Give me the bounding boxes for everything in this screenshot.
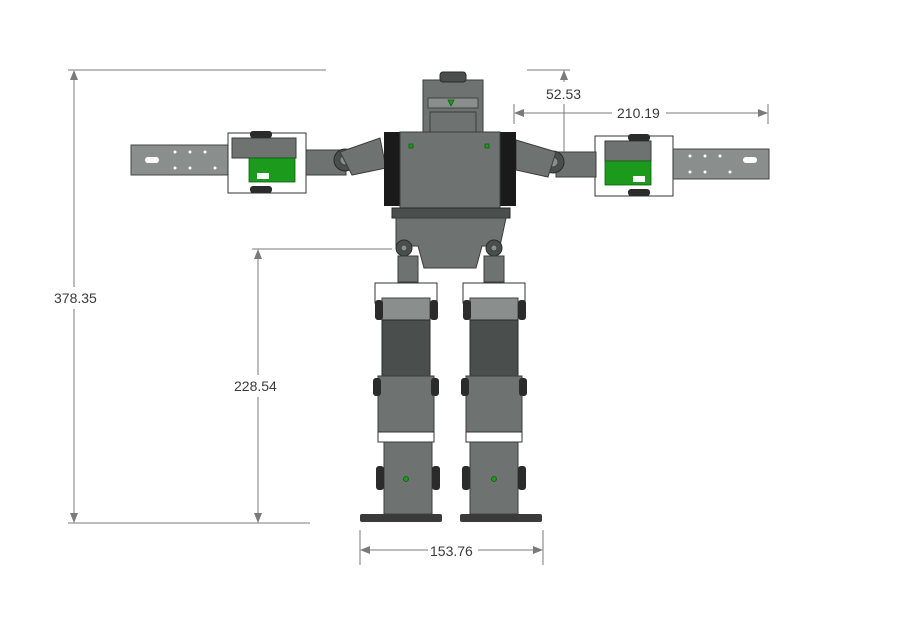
torso bbox=[384, 131, 516, 283]
left-thigh-servo bbox=[381, 319, 431, 377]
robot bbox=[130, 71, 770, 522]
right-thigh-servo bbox=[469, 319, 519, 377]
dimension-head-offset: 52.53 bbox=[527, 69, 581, 152]
right-leg bbox=[460, 282, 542, 522]
stance-width-label: 153.76 bbox=[430, 543, 473, 559]
arm-span-label: 210.19 bbox=[617, 105, 660, 121]
head bbox=[422, 71, 484, 133]
chest-plate bbox=[399, 131, 501, 209]
left-foot bbox=[360, 514, 442, 522]
left-arm bbox=[130, 131, 387, 194]
left-hand-servo-board bbox=[248, 157, 296, 183]
head-offset-label: 52.53 bbox=[546, 86, 581, 102]
right-knee bbox=[465, 375, 523, 433]
total-height-label: 378.35 bbox=[54, 290, 97, 306]
dimension-stance-width: 153.76 bbox=[359, 530, 544, 565]
leg-height-label: 228.54 bbox=[234, 378, 277, 394]
dimension-arm-span: 210.19 bbox=[513, 104, 769, 124]
left-shoulder-servo bbox=[384, 132, 404, 206]
dimension-leg-height: 228.54 bbox=[234, 248, 392, 523]
left-leg bbox=[360, 282, 442, 522]
right-arm bbox=[515, 134, 770, 197]
left-knee bbox=[377, 375, 435, 433]
right-forearm-bracket bbox=[672, 148, 770, 180]
dimension-total-height: 378.35 bbox=[54, 69, 326, 524]
right-shoulder-servo bbox=[496, 132, 516, 206]
head-indicator bbox=[447, 99, 455, 107]
right-foot bbox=[460, 514, 542, 522]
